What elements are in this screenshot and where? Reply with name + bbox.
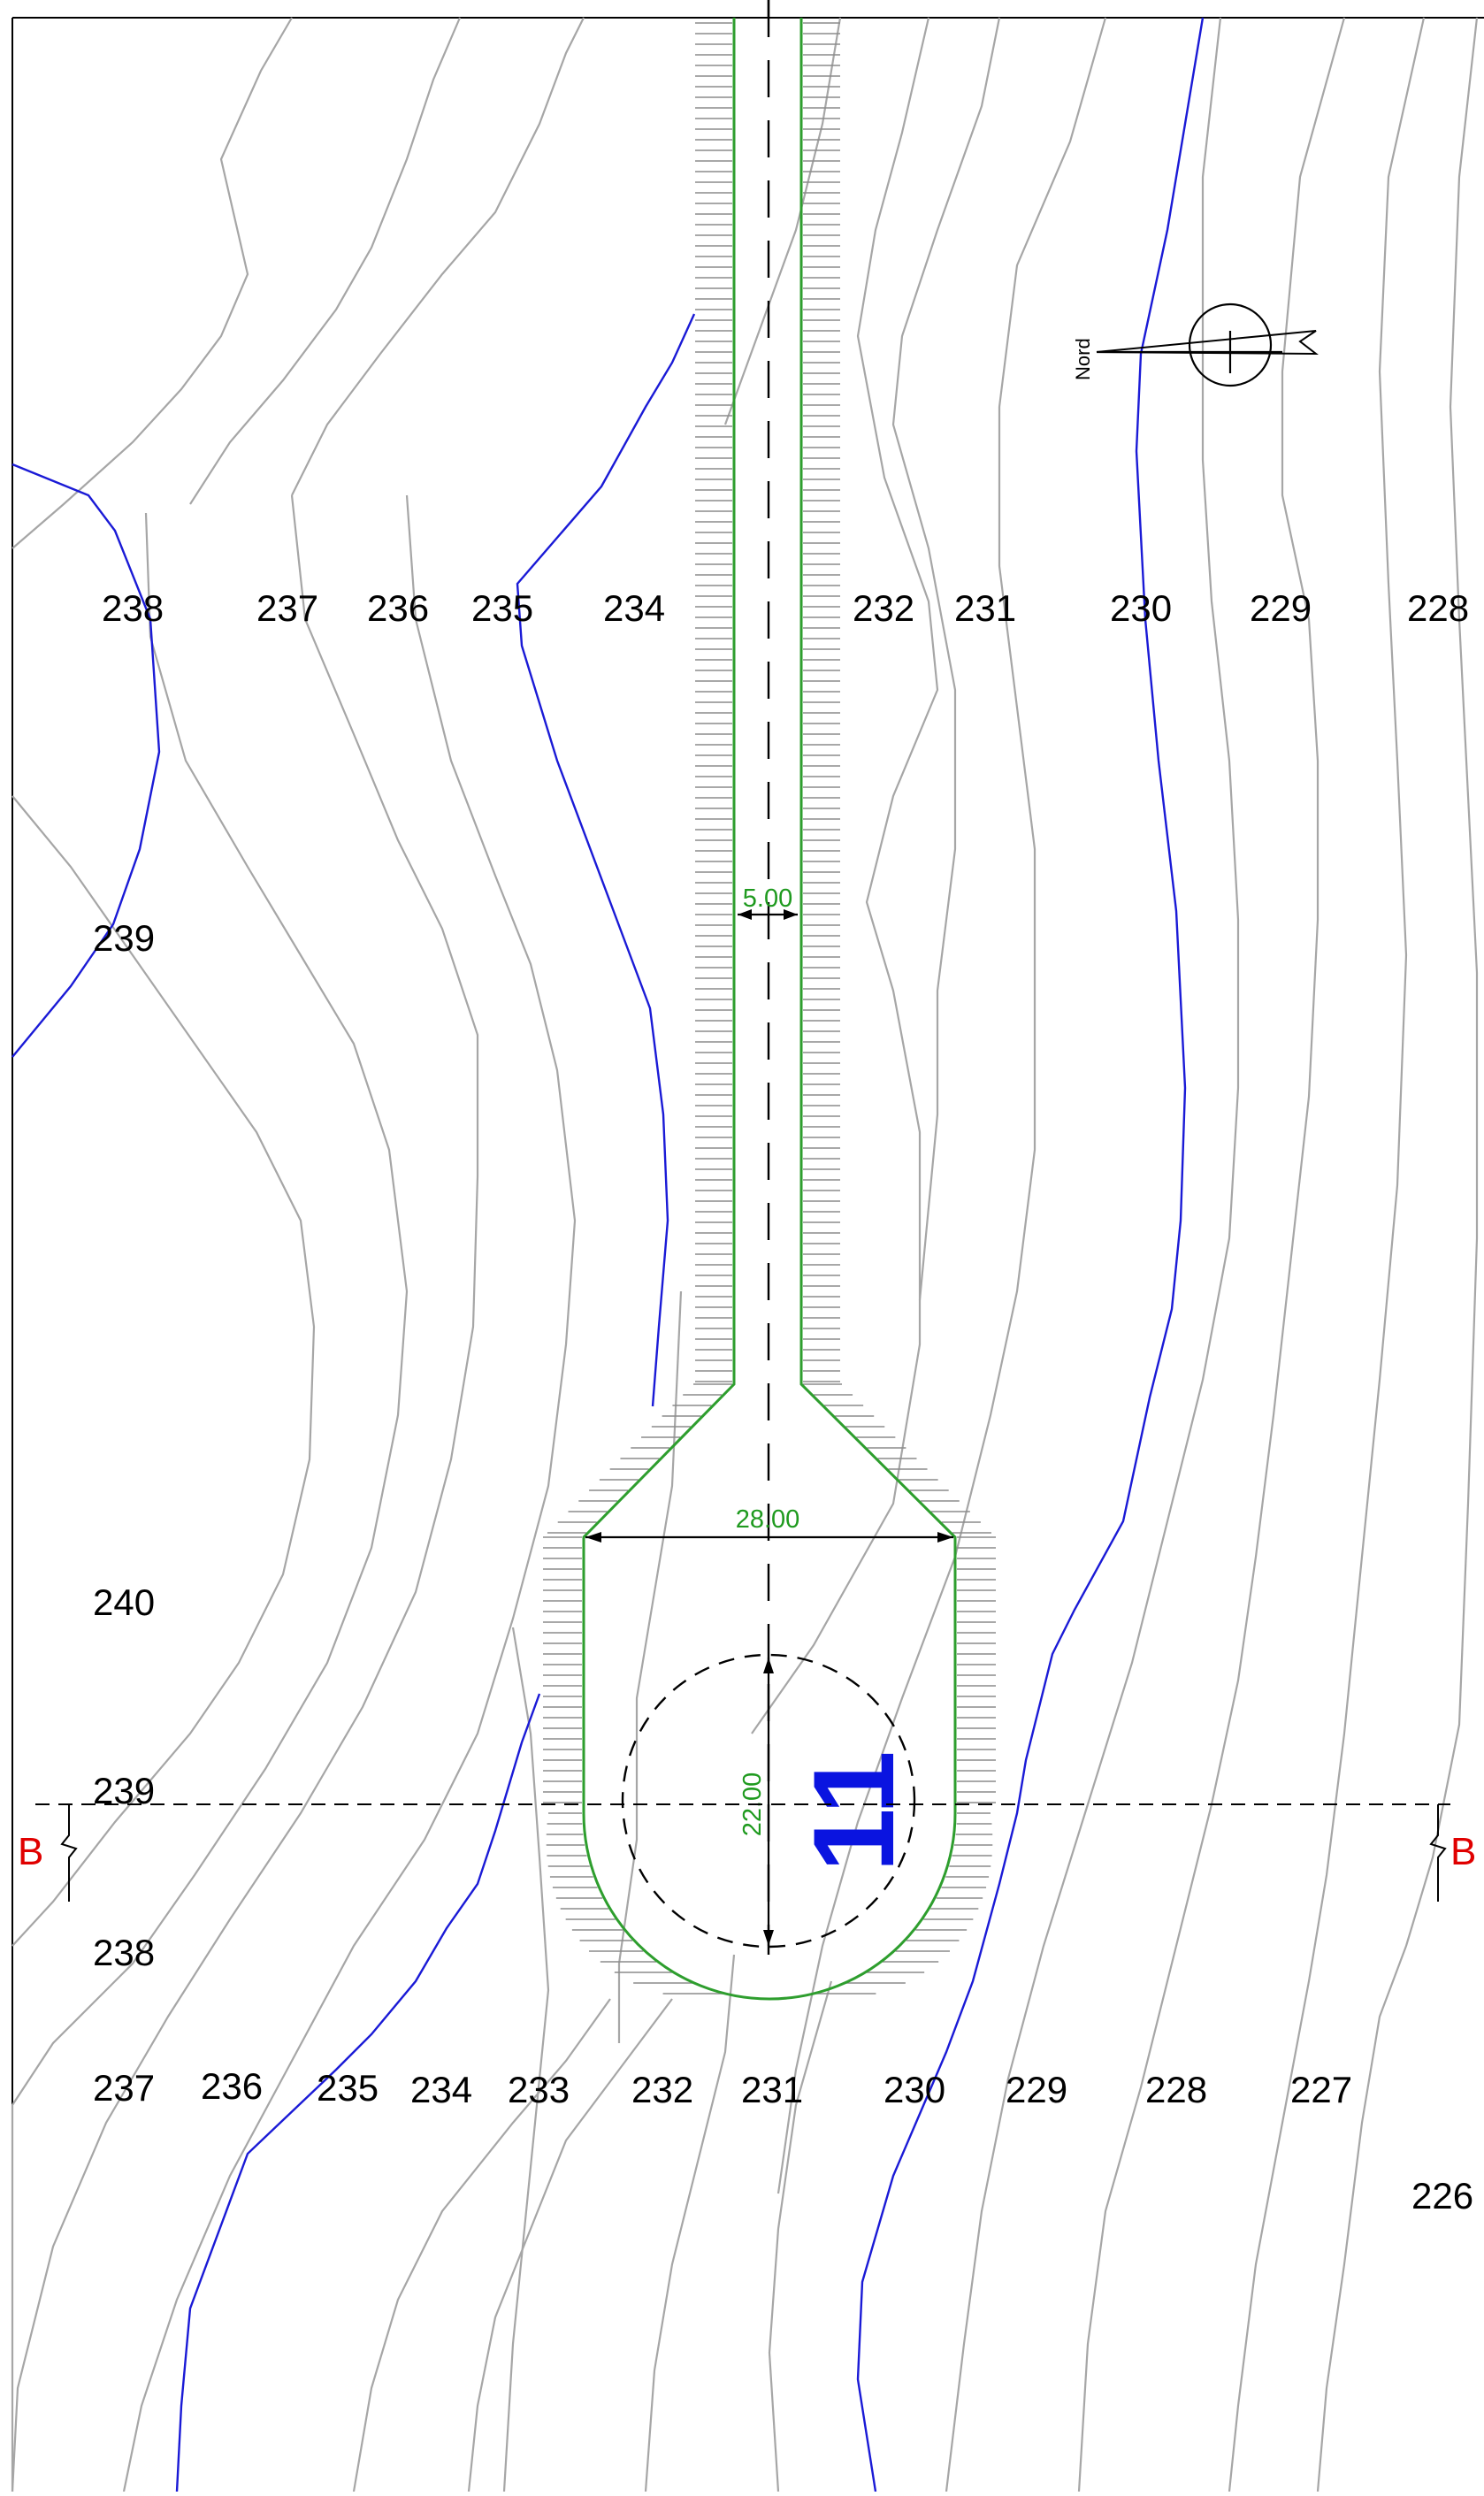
section-marker-left [60,1804,78,1902]
section-marker-right [1429,1804,1447,1902]
contour-line [11,512,409,2492]
section-line-b: B B [18,1803,1476,1902]
contour-line [891,17,1001,1301]
dimension-road-width: 5.00 [738,884,798,920]
dimension-turn-width: 28.00 [585,1505,953,1543]
section-label-right: B [1450,1830,1476,1873]
contour-line [1316,17,1479,2492]
contour-line [467,1998,673,2492]
contour-line [122,494,577,2492]
elevation-label: 229 [1006,2069,1067,2110]
contour-line [776,17,1107,2194]
elevation-label: 230 [1110,587,1172,629]
drawing-frame [11,17,1484,2492]
major-contour-line [856,17,1205,2492]
elevation-label: 233 [508,2069,570,2110]
dimension-turn-circle: 22.00 [738,1658,774,1946]
section-label-left: B [18,1830,43,1873]
elevation-labels-left: 239 240 239 238 [93,917,155,1973]
site-number: 11 [789,1750,918,1872]
elevation-label: 240 [93,1581,155,1623]
elevation-label: 238 [93,1932,155,1973]
north-arrow: Nord [1072,302,1319,387]
elevation-label: 237 [256,587,318,629]
contour-line [352,1998,611,2492]
major-contour-line [175,1693,541,2492]
elevation-label: 239 [93,917,155,959]
elevation-label: 236 [367,587,429,629]
elevation-label: 228 [1145,2069,1207,2110]
north-label: Nord [1072,338,1094,380]
elevation-label: 235 [317,2067,379,2109]
elevation-label: 234 [410,2069,472,2110]
contour-line [189,17,462,505]
elevation-label: 229 [1250,587,1312,629]
elevation-label: 236 [201,2065,263,2107]
contour-line [11,795,316,1947]
elevation-label: 239 [93,1770,155,1811]
road-outline [582,18,957,2001]
elevation-label: 238 [102,587,164,629]
contour-line [11,494,479,2492]
elevation-label: 230 [884,2069,945,2110]
contour-line [768,1980,833,2492]
elevation-label: 232 [631,2069,693,2110]
contour-line [11,17,293,549]
elevation-labels-row1: 238 237 236 235 234 232 231 230 229 228 [102,587,1469,629]
elevation-label-corner: 226 [1411,2175,1473,2217]
elevation-label: 234 [603,587,665,629]
contour-line [751,17,939,1734]
contour-line [502,1627,550,2492]
contour-line [291,17,585,496]
contour-line [617,1290,683,2043]
embankment-hatching [543,22,996,1995]
contour-line [1228,17,1426,2492]
major-contour-line [11,463,161,1058]
road-width-label: 5.00 [743,884,792,913]
elevation-label: 235 [471,587,533,629]
major-contour-line [516,313,696,1407]
elevation-label: 237 [93,2067,155,2109]
elevation-label: 232 [853,587,914,629]
contour-lines [11,17,1479,2492]
elevation-label: 227 [1290,2069,1352,2110]
major-contour-lines [11,17,1205,2492]
turn-width-label: 28.00 [736,1505,800,1534]
elevation-labels-row2: 237 236 235 234 233 232 231 230 229 228 … [93,2065,1352,2110]
contour-line [1077,17,1346,2492]
elevation-label: 231 [741,2069,803,2110]
contour-line [644,1954,736,2492]
contour-line [945,17,1240,2492]
turning-circle [621,1653,916,1949]
elevation-label: 231 [954,587,1016,629]
north-arrow-circle [1188,302,1273,387]
road-left-edge [582,18,957,2001]
elevation-label: 228 [1407,587,1469,629]
contour-line [723,17,842,425]
